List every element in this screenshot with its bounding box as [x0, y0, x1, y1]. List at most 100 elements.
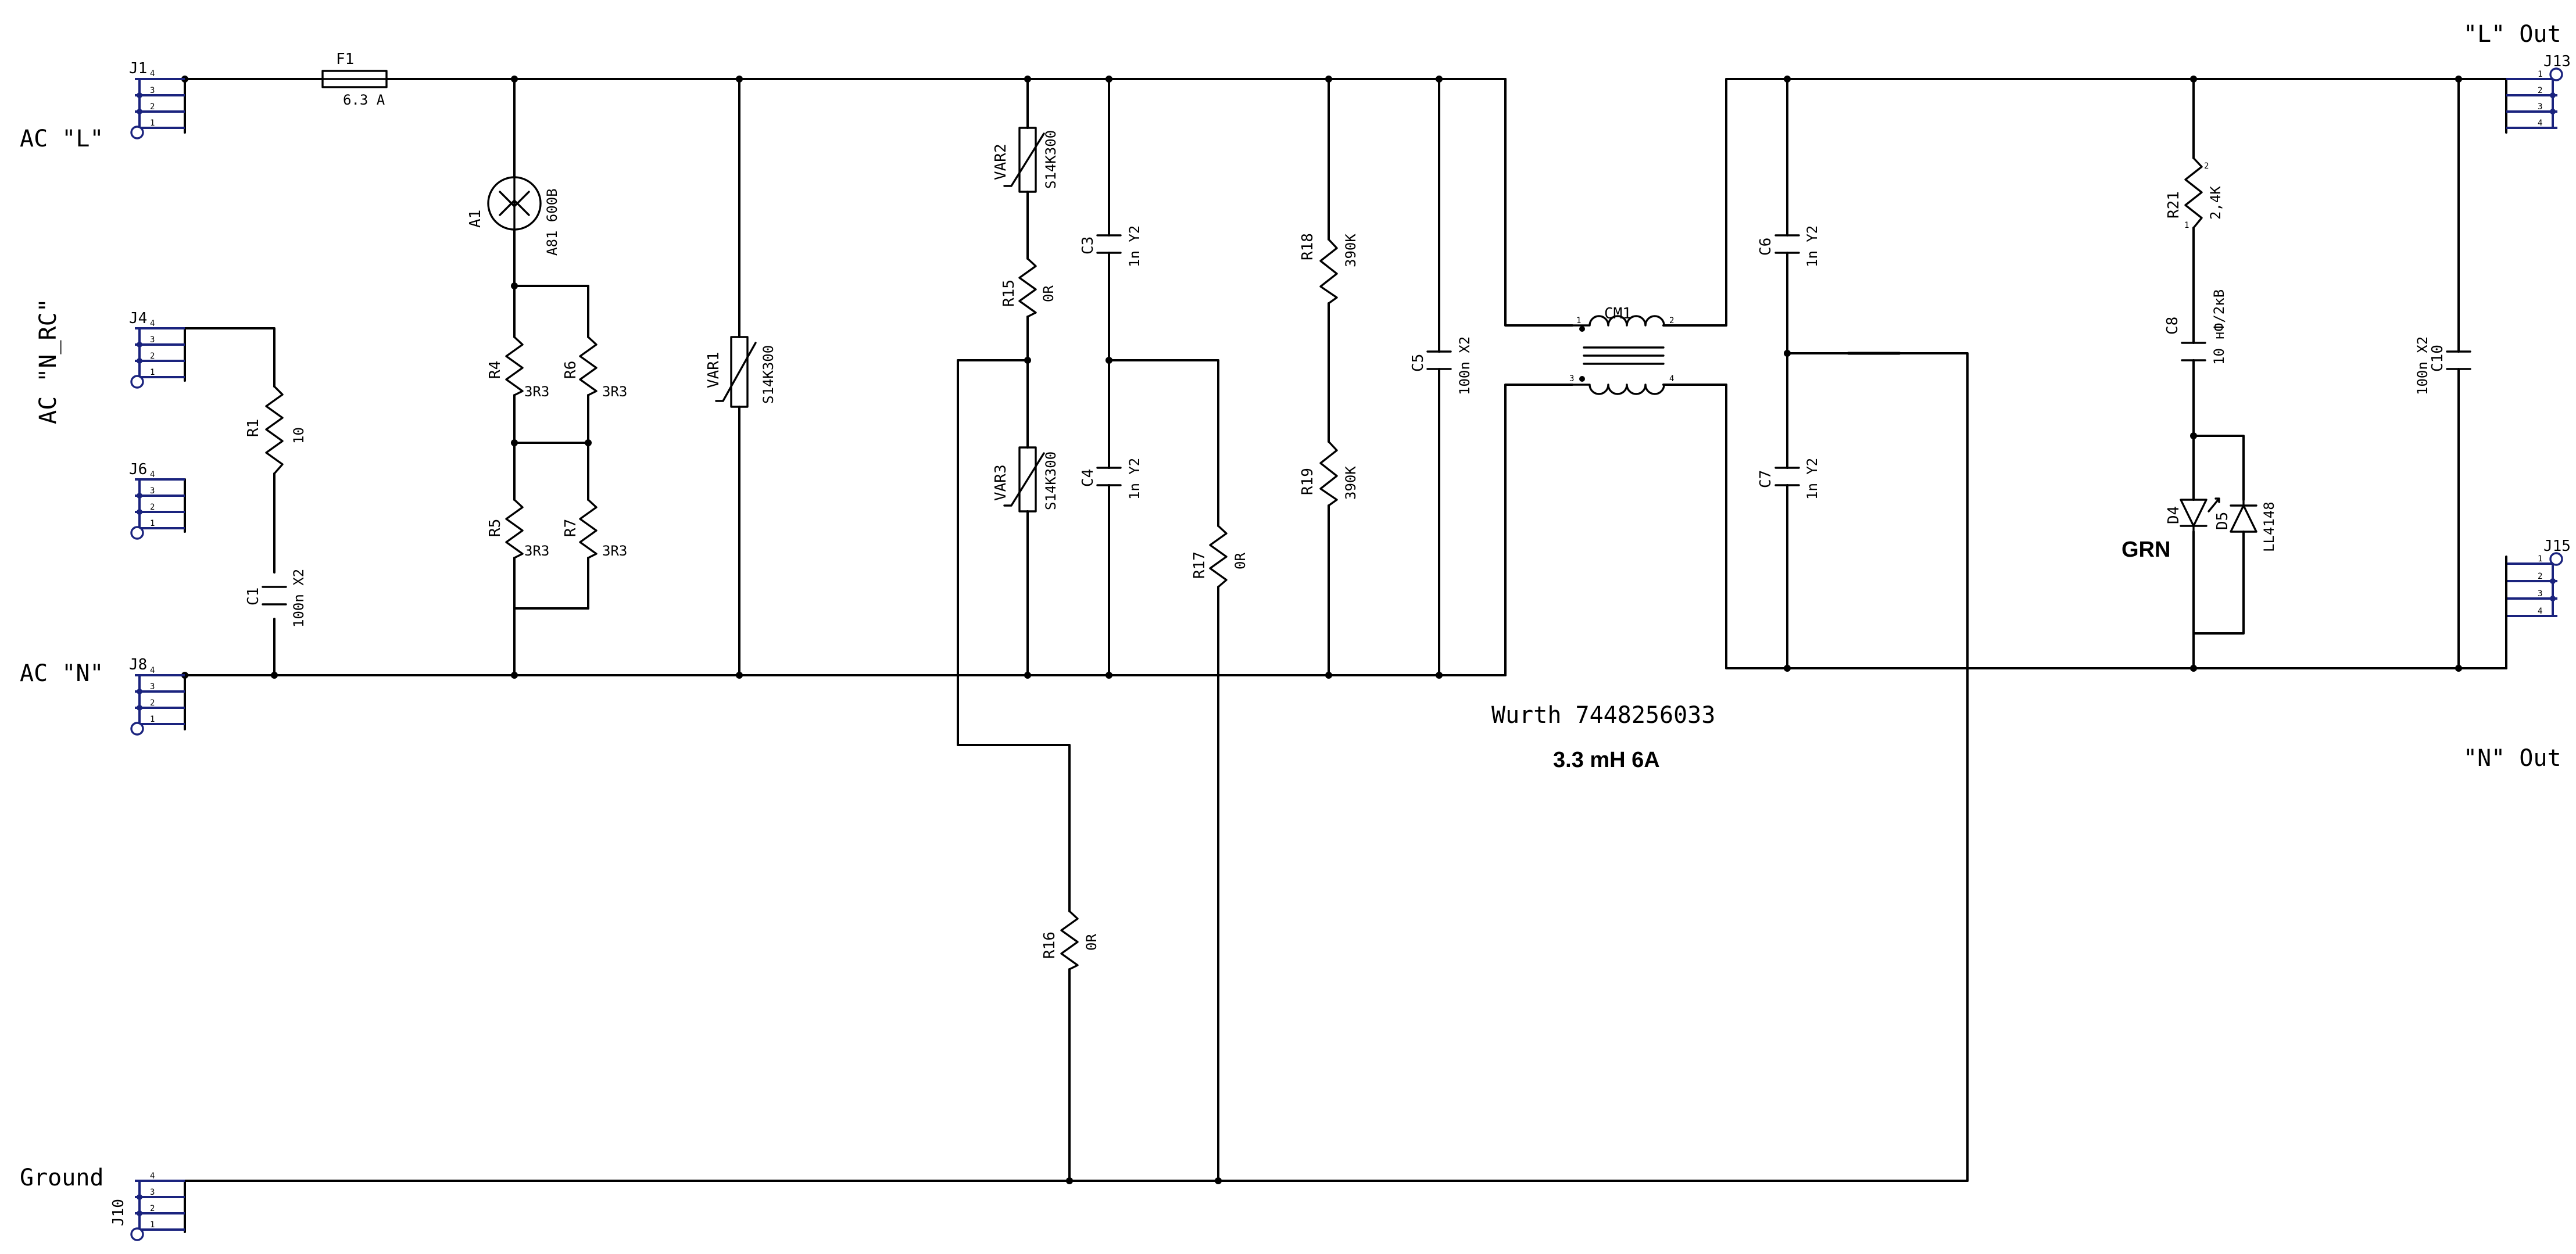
svg-text:3: 3 — [1569, 374, 1574, 384]
c10-value: 100n X2 — [2414, 336, 2431, 395]
choke-spec: 3.3 mH 6A — [1553, 748, 1660, 772]
r1-ref: R1 — [245, 419, 262, 437]
resistor-r17: R17 0R — [1191, 525, 1248, 588]
c6-ref: C6 — [1757, 238, 1774, 256]
capacitor-c8: C8 10 нФ/2кВ — [2164, 289, 2227, 365]
led-d4: D4 GRN — [2121, 497, 2220, 562]
connector-j15: 1 2 3 4 J15 — [2506, 538, 2571, 617]
r5-value: 3R3 — [524, 543, 549, 559]
resistor-r21: R21 2,4K 1 2 — [2165, 157, 2224, 230]
capacitor-c3: C3 1n Y2 — [1079, 225, 1143, 267]
svg-text:1: 1 — [150, 519, 155, 528]
c8-ref: C8 — [2164, 317, 2181, 335]
svg-text:4: 4 — [2538, 119, 2542, 128]
a1-value: A81 600B — [544, 188, 560, 256]
svg-text:4: 4 — [150, 666, 155, 675]
var2-ref: VAR2 — [992, 144, 1010, 180]
d5-value: LL4148 — [2261, 501, 2277, 552]
r6-value: 3R3 — [602, 384, 627, 400]
svg-text:1: 1 — [150, 715, 155, 724]
var2-value: S14K300 — [1043, 130, 1059, 189]
resistor-r15: R15 0R — [1000, 257, 1057, 318]
connector-j4: 4 3 2 1 J4 — [129, 310, 185, 389]
r1-value: 10 — [291, 427, 307, 444]
svg-text:2: 2 — [2538, 86, 2542, 95]
svg-text:3: 3 — [150, 1188, 155, 1197]
c1-ref: C1 — [245, 587, 262, 605]
svg-text:1: 1 — [1576, 316, 1581, 325]
r4-value: 3R3 — [524, 384, 549, 400]
arrester-a1: A1 A81 600B — [467, 176, 560, 256]
varistor-var1: VAR1 S14K300 — [705, 336, 777, 408]
capacitor-c4: C4 1n Y2 — [1079, 458, 1143, 500]
capacitor-c6: C6 1n Y2 — [1757, 225, 1820, 267]
capacitor-c5: C5 100n X2 — [1409, 336, 1473, 395]
r21-value: 2,4K — [2208, 186, 2224, 220]
j8-ref: J8 — [129, 656, 147, 673]
svg-text:2: 2 — [150, 503, 155, 512]
svg-text:2: 2 — [150, 102, 155, 112]
svg-text:2: 2 — [2204, 162, 2209, 171]
f1-value: 6.3 A — [343, 92, 385, 108]
c4-ref: C4 — [1079, 469, 1097, 487]
svg-text:4: 4 — [150, 69, 155, 78]
resistor-r5: R5 3R3 — [486, 499, 549, 559]
c1-value: 100n X2 — [291, 569, 307, 628]
svg-text:3: 3 — [150, 86, 155, 95]
svg-text:1: 1 — [150, 1220, 155, 1230]
svg-text:3: 3 — [150, 486, 155, 496]
c3-value: 1n Y2 — [1126, 225, 1143, 267]
svg-text:3: 3 — [150, 682, 155, 692]
capacitor-c7: C7 1n Y2 — [1757, 458, 1820, 500]
svg-text:1: 1 — [150, 368, 155, 377]
svg-text:3: 3 — [2538, 102, 2542, 112]
connector-j8: 4 3 2 1 J8 — [129, 656, 185, 736]
f1-ref: F1 — [336, 51, 354, 68]
connector-j6: 4 3 2 1 J6 — [129, 461, 185, 540]
connector-j13: 1 2 3 4 J13 — [2506, 53, 2571, 129]
c7-value: 1n Y2 — [1804, 458, 1820, 500]
svg-text:1: 1 — [2184, 221, 2189, 230]
resistor-r7: R7 3R3 — [562, 499, 627, 559]
j4-ref: J4 — [129, 310, 147, 327]
r5-ref: R5 — [486, 519, 504, 537]
fuse-f1: F1 6.3 A — [321, 51, 388, 108]
c3-ref: C3 — [1079, 237, 1097, 255]
var1-value: S14K300 — [760, 345, 777, 404]
j6-ref: J6 — [129, 461, 147, 478]
connector-j1: 4 3 2 1 J1 — [129, 60, 185, 139]
r15-value: 0R — [1040, 285, 1057, 302]
r18-ref: R18 — [1299, 233, 1316, 260]
wires — [184, 78, 2507, 1233]
svg-text:2: 2 — [150, 352, 155, 361]
resistor-r19: R19 390K — [1299, 440, 1359, 507]
r18-value: 390K — [1343, 234, 1359, 267]
r16-value: 0R — [1083, 934, 1100, 951]
r6-ref: R6 — [562, 361, 579, 379]
var1-ref: VAR1 — [705, 352, 722, 388]
j13-ref: J13 — [2543, 53, 2571, 70]
net-label-n-out: "N" Out — [2463, 745, 2561, 772]
svg-text:4: 4 — [2538, 607, 2542, 616]
resistor-r6: R6 3R3 — [562, 336, 627, 400]
resistor-r4: R4 3R3 — [486, 336, 549, 400]
c8-value: 10 нФ/2кВ — [2211, 289, 2227, 365]
resistor-r1: R1 10 — [245, 385, 307, 475]
r16-ref: R16 — [1041, 931, 1058, 959]
junctions — [181, 76, 2462, 1184]
choke-cm1: CM1 1 2 3 4 — [1569, 305, 1674, 395]
c5-ref: C5 — [1409, 354, 1427, 372]
connector-j10: 4 3 2 1 J10 — [110, 1171, 185, 1241]
resistor-r16: R16 0R — [1041, 910, 1100, 970]
r15-ref: R15 — [1000, 280, 1018, 307]
svg-text:3: 3 — [150, 335, 155, 345]
r7-value: 3R3 — [602, 543, 627, 559]
svg-text:4: 4 — [1669, 374, 1674, 384]
c6-value: 1n Y2 — [1804, 225, 1820, 267]
svg-text:4: 4 — [150, 319, 155, 328]
svg-text:1: 1 — [150, 119, 155, 128]
r7-ref: R7 — [562, 519, 579, 537]
r19-ref: R19 — [1299, 468, 1316, 495]
c4-value: 1n Y2 — [1126, 458, 1143, 500]
net-label-l-out: "L" Out — [2463, 21, 2561, 48]
